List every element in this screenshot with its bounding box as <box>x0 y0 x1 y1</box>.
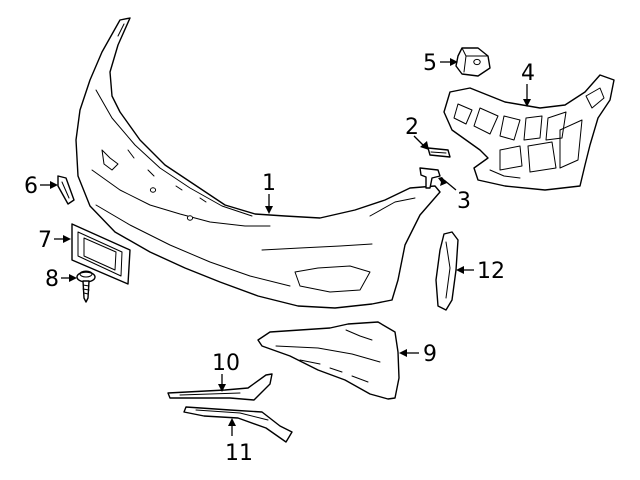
mounting-bracket <box>443 74 615 191</box>
arrowhead-2 <box>420 141 429 150</box>
callout-labels: 1 2 3 4 5 6 7 8 9 10 11 12 <box>24 51 535 466</box>
arrowhead-5 <box>450 58 458 66</box>
callout-9: 9 <box>423 342 437 367</box>
side-insert <box>57 175 75 205</box>
callout-11: 11 <box>225 441 253 466</box>
leader-3 <box>443 179 457 191</box>
bumper-cover <box>75 17 441 309</box>
license-plate-bracket <box>71 223 131 285</box>
arrowhead-3 <box>438 177 447 186</box>
lower-molding-strip <box>183 406 293 443</box>
callout-8: 8 <box>45 267 59 292</box>
callout-3: 3 <box>457 189 471 214</box>
upper-molding-strip <box>167 373 273 401</box>
callout-12: 12 <box>477 259 505 284</box>
arrowhead-11 <box>228 418 236 426</box>
callout-7: 7 <box>38 228 52 253</box>
arrowhead-10 <box>218 384 226 392</box>
side-reflector <box>435 231 459 311</box>
lower-grille-trim <box>257 321 400 400</box>
arrowhead-12 <box>456 266 464 274</box>
screw <box>76 270 96 303</box>
arrowhead-4 <box>523 99 531 107</box>
arrowhead-1 <box>265 206 273 214</box>
arrowhead-8 <box>69 274 77 282</box>
callout-4: 4 <box>521 61 535 86</box>
arrowhead-6 <box>50 181 58 189</box>
callout-5: 5 <box>423 51 437 76</box>
callout-1: 1 <box>262 171 276 196</box>
clip-strip <box>427 147 451 158</box>
leader-2 <box>413 135 425 147</box>
retainer-clip <box>419 167 441 189</box>
arrowhead-7 <box>63 235 71 243</box>
callout-6: 6 <box>24 174 38 199</box>
leader-lines <box>40 58 531 436</box>
callout-2: 2 <box>405 115 419 140</box>
clip-nut <box>455 47 491 77</box>
arrowhead-9 <box>399 349 407 357</box>
callout-10: 10 <box>212 351 240 376</box>
